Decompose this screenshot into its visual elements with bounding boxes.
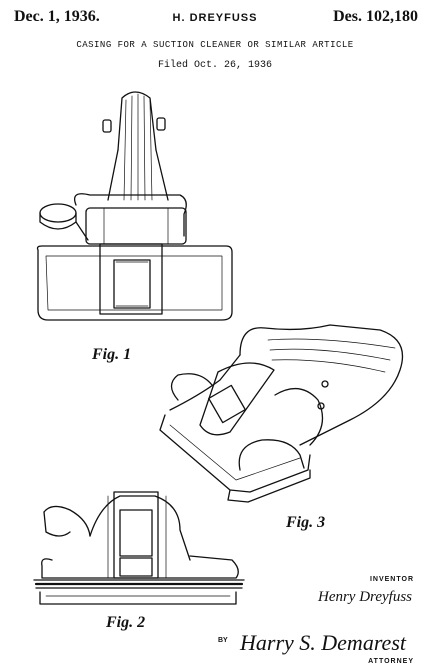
attorney-signature: Harry S. Demarest [240, 630, 406, 655]
by-label: BY [218, 637, 228, 644]
inventor-label: INVENTOR [369, 576, 414, 583]
figure-2-drawing [33, 491, 245, 605]
figure-1-drawing [36, 91, 233, 321]
inventor-header: H. DREYFUSS [172, 12, 258, 24]
figure-3-label: Fig. 3 [286, 514, 326, 531]
figure-2-label: Fig. 2 [106, 614, 146, 631]
figure-1-label: Fig. 1 [92, 346, 132, 363]
patent-date: Dec. 1, 1936. [14, 8, 100, 25]
filing-date: Filed Oct. 26, 1936 [157, 60, 273, 71]
figure-3-drawing [159, 324, 404, 503]
design-number: Des. 102,180 [333, 8, 418, 25]
inventor-name: Henry Dreyfuss [317, 589, 412, 605]
attorney-label: ATTORNEY [368, 658, 414, 665]
patent-title: CASING FOR A SUCTION CLEANER OR SIMILAR … [76, 40, 354, 50]
